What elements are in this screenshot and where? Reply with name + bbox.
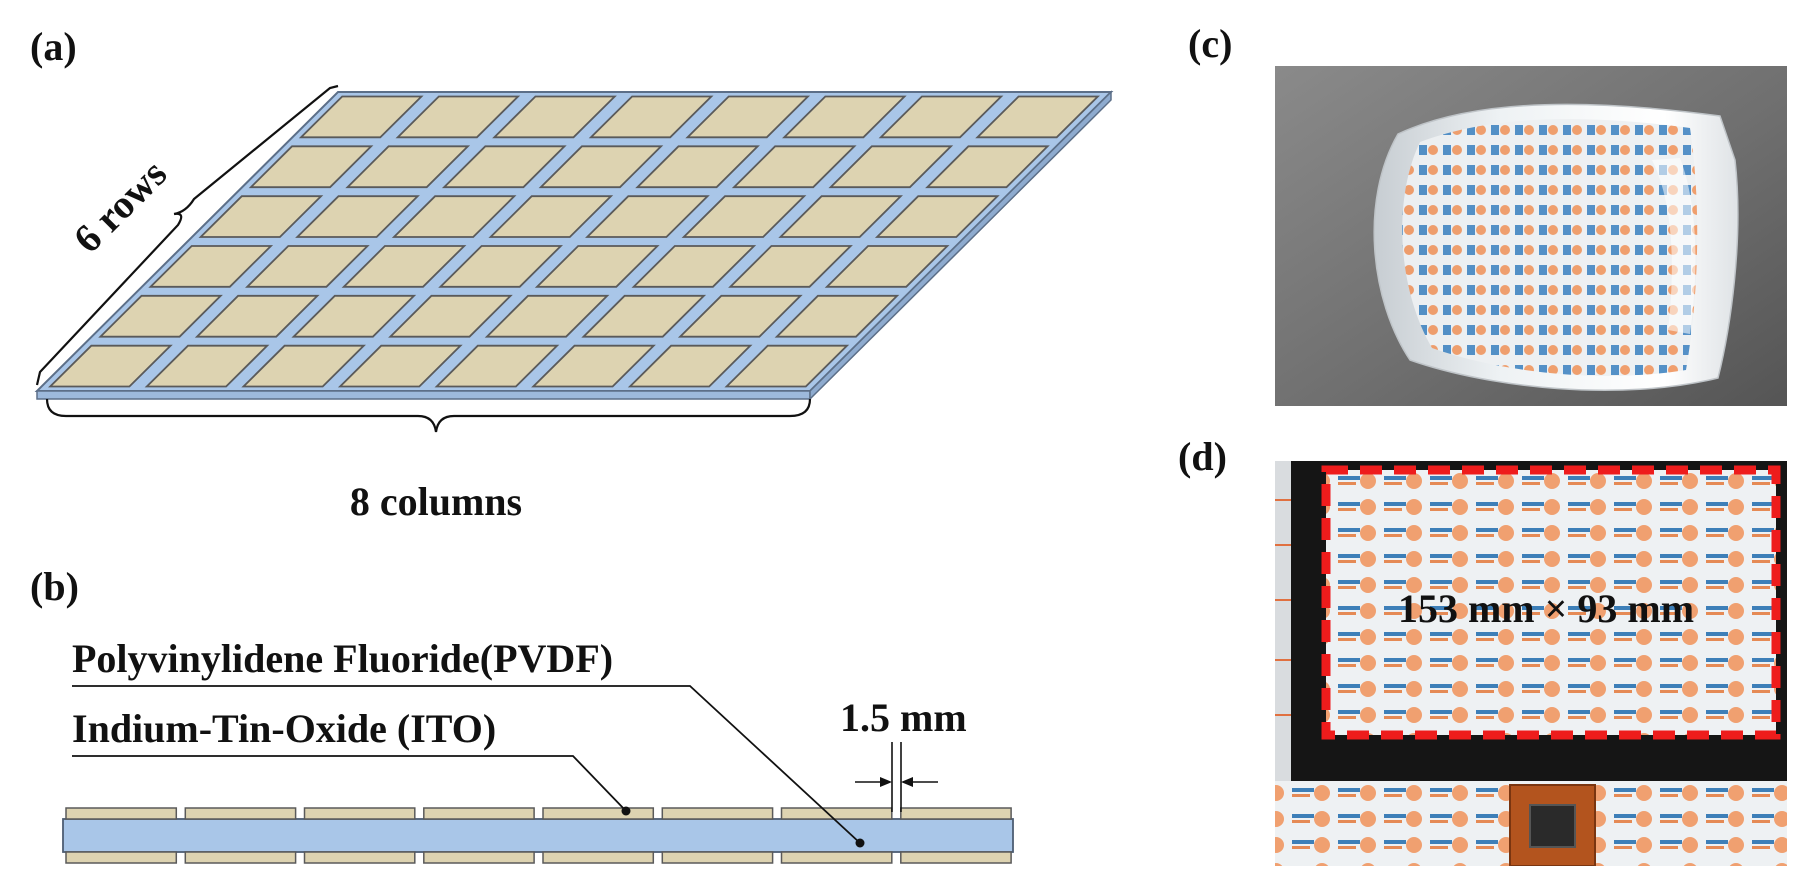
electrode-cell [295,195,420,238]
ito-electrode [542,807,655,820]
electrode-cell [728,245,853,288]
electrode-cell [488,195,614,238]
electrode-cell [581,294,707,338]
sensor-array-curved [1402,119,1698,376]
ito-leader-line [72,755,627,812]
electrode-cell [534,245,660,288]
electrode-cell [782,95,907,139]
electrode-cell [395,95,521,139]
electrode-cell [588,95,714,139]
electrode-cell [731,145,857,189]
panel-b-letter: (b) [30,564,79,609]
substrate-right-edge [809,90,1112,401]
electrode-cell [531,344,656,388]
electrode-cell [341,245,467,288]
electrode-cell [874,195,1000,238]
columns-label: 8 columns [350,479,522,524]
substrate-front-edge [36,390,811,400]
electrode-cell [98,294,223,338]
electrode-cell [925,145,1050,189]
rows-brace [35,84,339,386]
electrode-cell [48,344,173,388]
electrode-cells [48,95,1100,388]
electrode-cell [778,195,903,238]
gap-arrowhead-right [901,777,913,787]
ito-leader-dot [621,806,631,816]
ito-electrode [661,851,774,864]
ito-electrode [303,851,416,864]
electrode-cell [824,245,950,288]
electrode-cell [631,245,757,288]
electrode-cell [681,195,807,238]
panel-a-electrode-array [34,84,1114,433]
gap-arrowhead-left [880,777,892,787]
pvdf-leader-dot [855,838,865,848]
electrode-cell [337,344,463,388]
electrode-cell [774,294,900,338]
ito-electrode [661,807,774,820]
electrode-cell [828,145,954,189]
ito-electrode [900,851,1012,864]
pvdf-label: Polyvinylidene Fluoride(PVDF) [72,636,613,681]
electrode-cell [635,145,760,189]
sensor-array-flat [1326,470,1776,735]
electrode-cell [144,344,270,388]
electrode-cell [291,294,417,338]
control-chip [1529,804,1576,848]
electrode-cell [484,294,610,338]
ito-electrode [184,851,297,864]
electrode-cell [438,245,563,288]
gap-label: 1.5 mm [840,695,967,740]
panel-b-cross-section [62,685,1014,864]
electrode-cell [298,95,424,139]
columns-brace [45,398,812,433]
electrode-cell [434,344,560,388]
electrode-cell [685,95,811,139]
panel-d-letter: (d) [1178,434,1227,479]
ito-electrode [65,851,178,864]
electrode-cell [248,145,374,189]
bottom-electrodes [65,851,1012,864]
pvdf-layer [62,818,1014,853]
film-glare [1652,158,1696,334]
electrode-cell [677,294,803,338]
electrode-cell [391,195,517,238]
ito-electrode [780,851,893,864]
electrode-cell [388,294,513,338]
panel-c-flexible-photo [1275,66,1787,406]
electrode-cell [198,195,324,238]
electrode-cell [441,145,567,189]
electrode-cell [245,245,370,288]
top-electrodes [65,807,1012,820]
pvdf-leader-line [72,685,861,844]
electrode-cell [724,344,850,388]
electrode-cell [492,95,617,139]
ito-electrode [900,807,1012,820]
electrode-cell [148,245,274,288]
ito-electrode [423,807,535,820]
electrode-cell [627,344,753,388]
electrode-cell [585,195,710,238]
electrode-cell [538,145,664,189]
panel-c-letter: (c) [1188,21,1232,66]
size-label: 153 mm × 93 mm [1398,586,1694,631]
ito-electrode [542,851,655,864]
electrode-cell [975,95,1100,139]
dashed-sensing-area [1321,465,1781,740]
electrode-cell [194,294,320,338]
electrode-cell [878,95,1004,139]
ito-electrode [65,807,178,820]
panel-a-letter: (a) [30,24,77,69]
electrode-cell [345,145,471,189]
ito-electrode [303,807,416,820]
ito-electrode [184,807,297,820]
panel-d-device-photo [1275,461,1787,866]
ito-electrode [780,807,893,820]
electrode-cell [241,344,366,388]
ito-label: Indium-Tin-Oxide (ITO) [72,706,496,751]
ito-electrode [423,851,535,864]
